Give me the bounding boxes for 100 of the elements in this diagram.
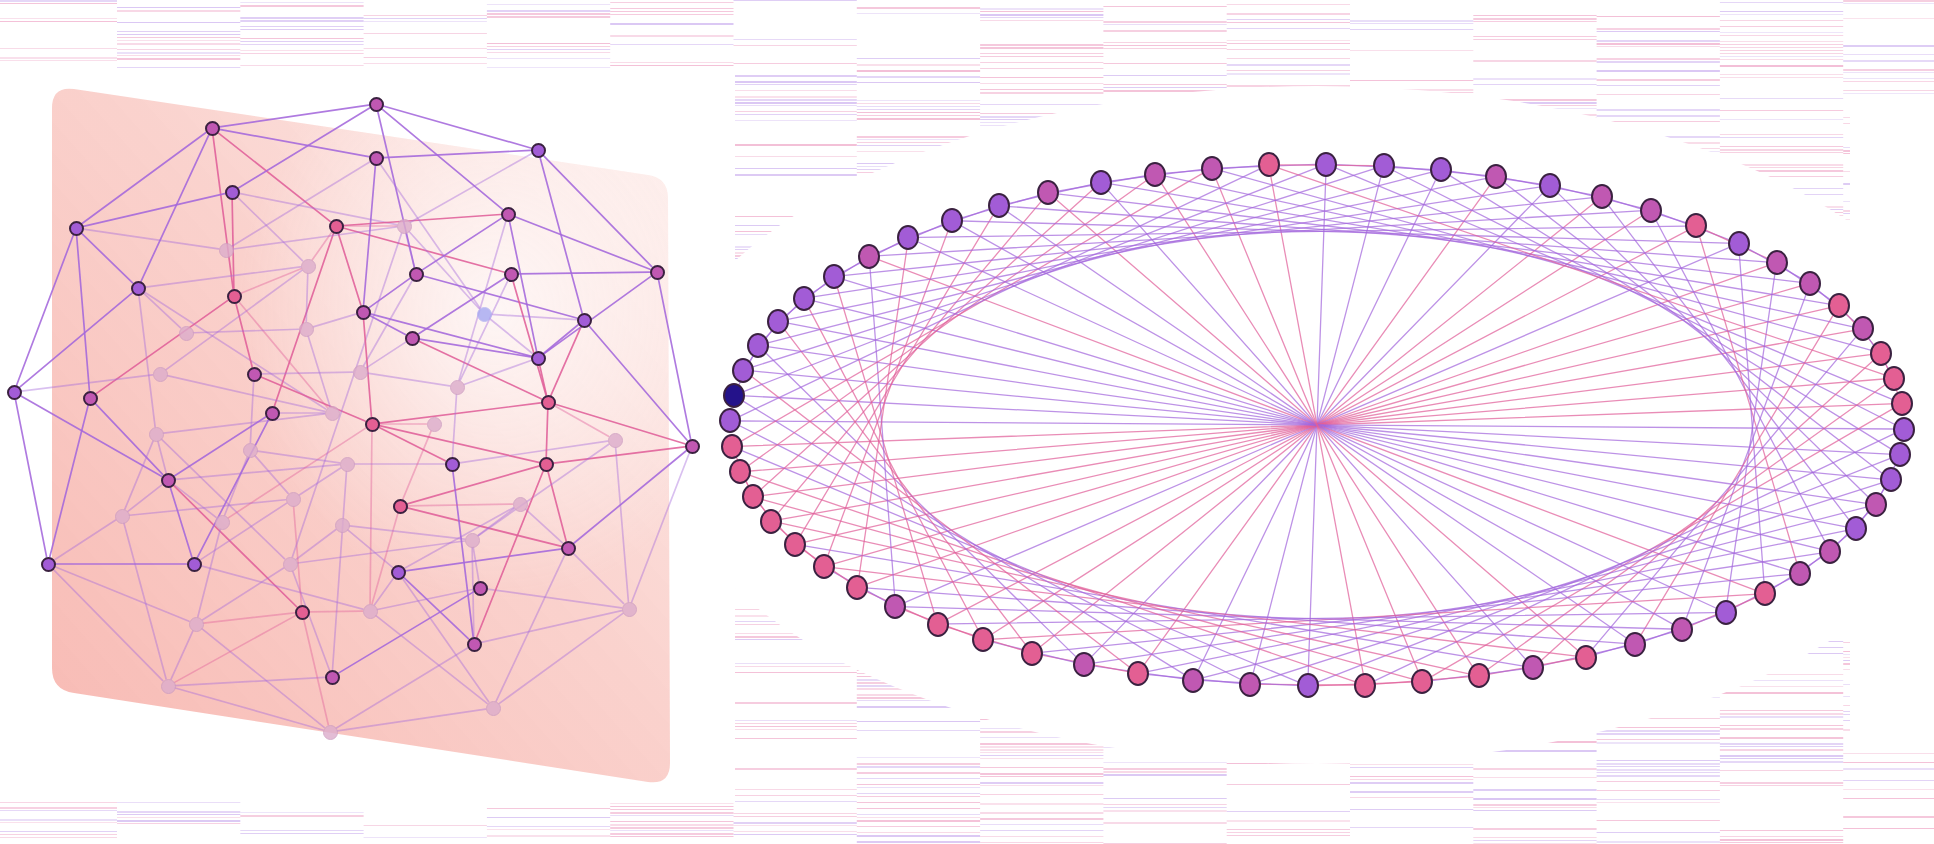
link-line [1592, 337, 1856, 649]
link-line [366, 372, 451, 387]
link-line [808, 308, 979, 630]
link-line [75, 234, 91, 392]
network-node [858, 243, 881, 269]
link-line [404, 548, 562, 572]
network-node [1522, 655, 1545, 681]
link-line [739, 169, 1260, 417]
link-line [19, 394, 163, 478]
link-line [1221, 170, 1872, 351]
link-line [82, 192, 226, 228]
link-line [514, 215, 651, 271]
link-line [538, 364, 548, 396]
link-line [173, 483, 217, 519]
link-line [480, 609, 623, 644]
link-line [1431, 408, 1893, 677]
link-line [202, 612, 296, 624]
link-line [406, 503, 514, 507]
link-line [140, 133, 210, 283]
link-line [368, 277, 411, 309]
link-line [373, 577, 395, 606]
network-node [368, 96, 384, 112]
network-node [1851, 316, 1874, 342]
link-line [311, 231, 333, 261]
link-line [918, 225, 1687, 239]
link-line [517, 271, 651, 275]
network-node [812, 554, 835, 580]
link-line [1504, 182, 1883, 474]
network-node [1144, 161, 1167, 187]
network-node [1685, 213, 1708, 239]
link-line [524, 508, 564, 544]
network-node [1485, 163, 1508, 189]
link-line [353, 463, 446, 465]
network-node [846, 574, 869, 600]
network-node [1126, 661, 1149, 687]
link-line [552, 446, 686, 464]
network-node [1411, 669, 1434, 695]
link-line [94, 402, 164, 476]
link-line [753, 370, 1881, 480]
network-node [1200, 155, 1223, 181]
link-line [81, 131, 207, 225]
link-line [508, 220, 538, 352]
link-line [196, 418, 270, 559]
link-line [378, 402, 542, 424]
link-line [53, 519, 117, 561]
network-node [1753, 581, 1776, 607]
link-line [1655, 220, 1826, 542]
link-line [369, 313, 532, 357]
network-node [784, 531, 806, 557]
link-line [542, 154, 653, 268]
link-line [362, 318, 373, 418]
link-line [837, 287, 935, 613]
link-line [365, 341, 407, 369]
link-line [905, 606, 1672, 630]
link-line [335, 647, 469, 729]
network-node [884, 594, 907, 620]
link-line [260, 376, 366, 422]
link-line [962, 220, 1729, 244]
link-line [1640, 315, 1834, 635]
link-line [1307, 175, 1327, 675]
link-line [498, 612, 624, 705]
link-line [762, 499, 1413, 680]
network-node [6, 384, 22, 400]
link-line [477, 443, 610, 537]
link-line [227, 427, 367, 519]
link-line [173, 416, 267, 477]
link-line [404, 232, 416, 268]
link-line [1393, 170, 1895, 425]
link-line [138, 294, 156, 428]
link-line [296, 540, 466, 564]
link-line [80, 232, 134, 284]
link-line [805, 545, 1523, 667]
link-line [307, 335, 331, 407]
network-node [897, 225, 920, 251]
link-line [336, 708, 487, 732]
link-line [235, 302, 253, 368]
link-line [298, 467, 342, 496]
link-line [231, 161, 371, 247]
link-line [1699, 237, 1797, 563]
link-line [417, 340, 543, 400]
network-node [1799, 270, 1822, 296]
network-node [1182, 667, 1205, 693]
network-node [1315, 151, 1338, 177]
link-line [54, 565, 190, 623]
link-line [869, 268, 896, 595]
link-line [342, 227, 505, 273]
link-line [458, 440, 609, 464]
link-line [302, 618, 330, 726]
link-line [550, 326, 582, 396]
link-line [748, 180, 1147, 466]
link-line [1111, 183, 1829, 305]
link-line [742, 400, 1185, 675]
link-line [1203, 506, 1866, 679]
link-line [238, 192, 398, 226]
link-line [547, 470, 567, 542]
link-line [751, 376, 1130, 668]
network-node [1037, 180, 1060, 206]
link-line [421, 217, 503, 271]
link-line [342, 213, 502, 227]
network-node [719, 408, 742, 434]
